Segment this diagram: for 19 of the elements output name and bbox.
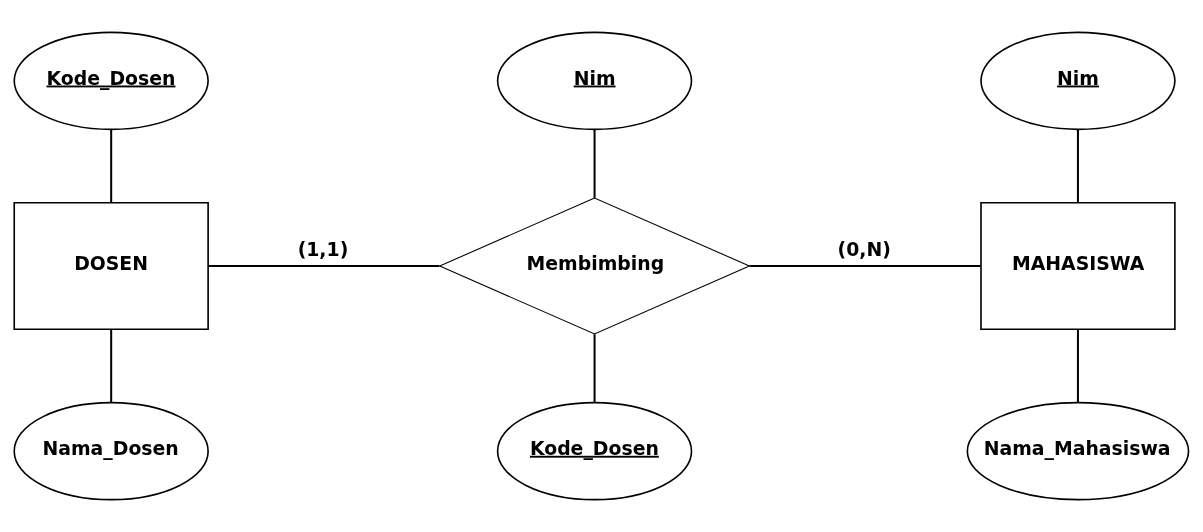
- connector: [593, 334, 596, 403]
- node-ellipse: Nama_Dosen: [13, 401, 209, 501]
- node-ellipse: Kode_Dosen: [496, 401, 693, 501]
- connector: [208, 265, 440, 267]
- node-box: MAHASISWA: [980, 201, 1176, 331]
- node-ellipse: Nim: [980, 31, 1176, 131]
- edge-label: (1,1): [297, 238, 349, 260]
- connector: [110, 129, 113, 203]
- node-box: DOSEN: [13, 201, 209, 331]
- connector: [749, 265, 981, 267]
- node-diamond: Membimbing: [438, 197, 751, 335]
- connector: [1076, 129, 1079, 203]
- connector: [593, 129, 596, 198]
- edge-label: (0,N): [837, 238, 891, 260]
- node-ellipse: Nim: [496, 31, 693, 131]
- connector: [1076, 329, 1079, 403]
- connector: [110, 329, 113, 403]
- node-ellipse: Nama_Mahasiswa: [966, 401, 1190, 501]
- node-ellipse: Kode_Dosen: [13, 31, 209, 131]
